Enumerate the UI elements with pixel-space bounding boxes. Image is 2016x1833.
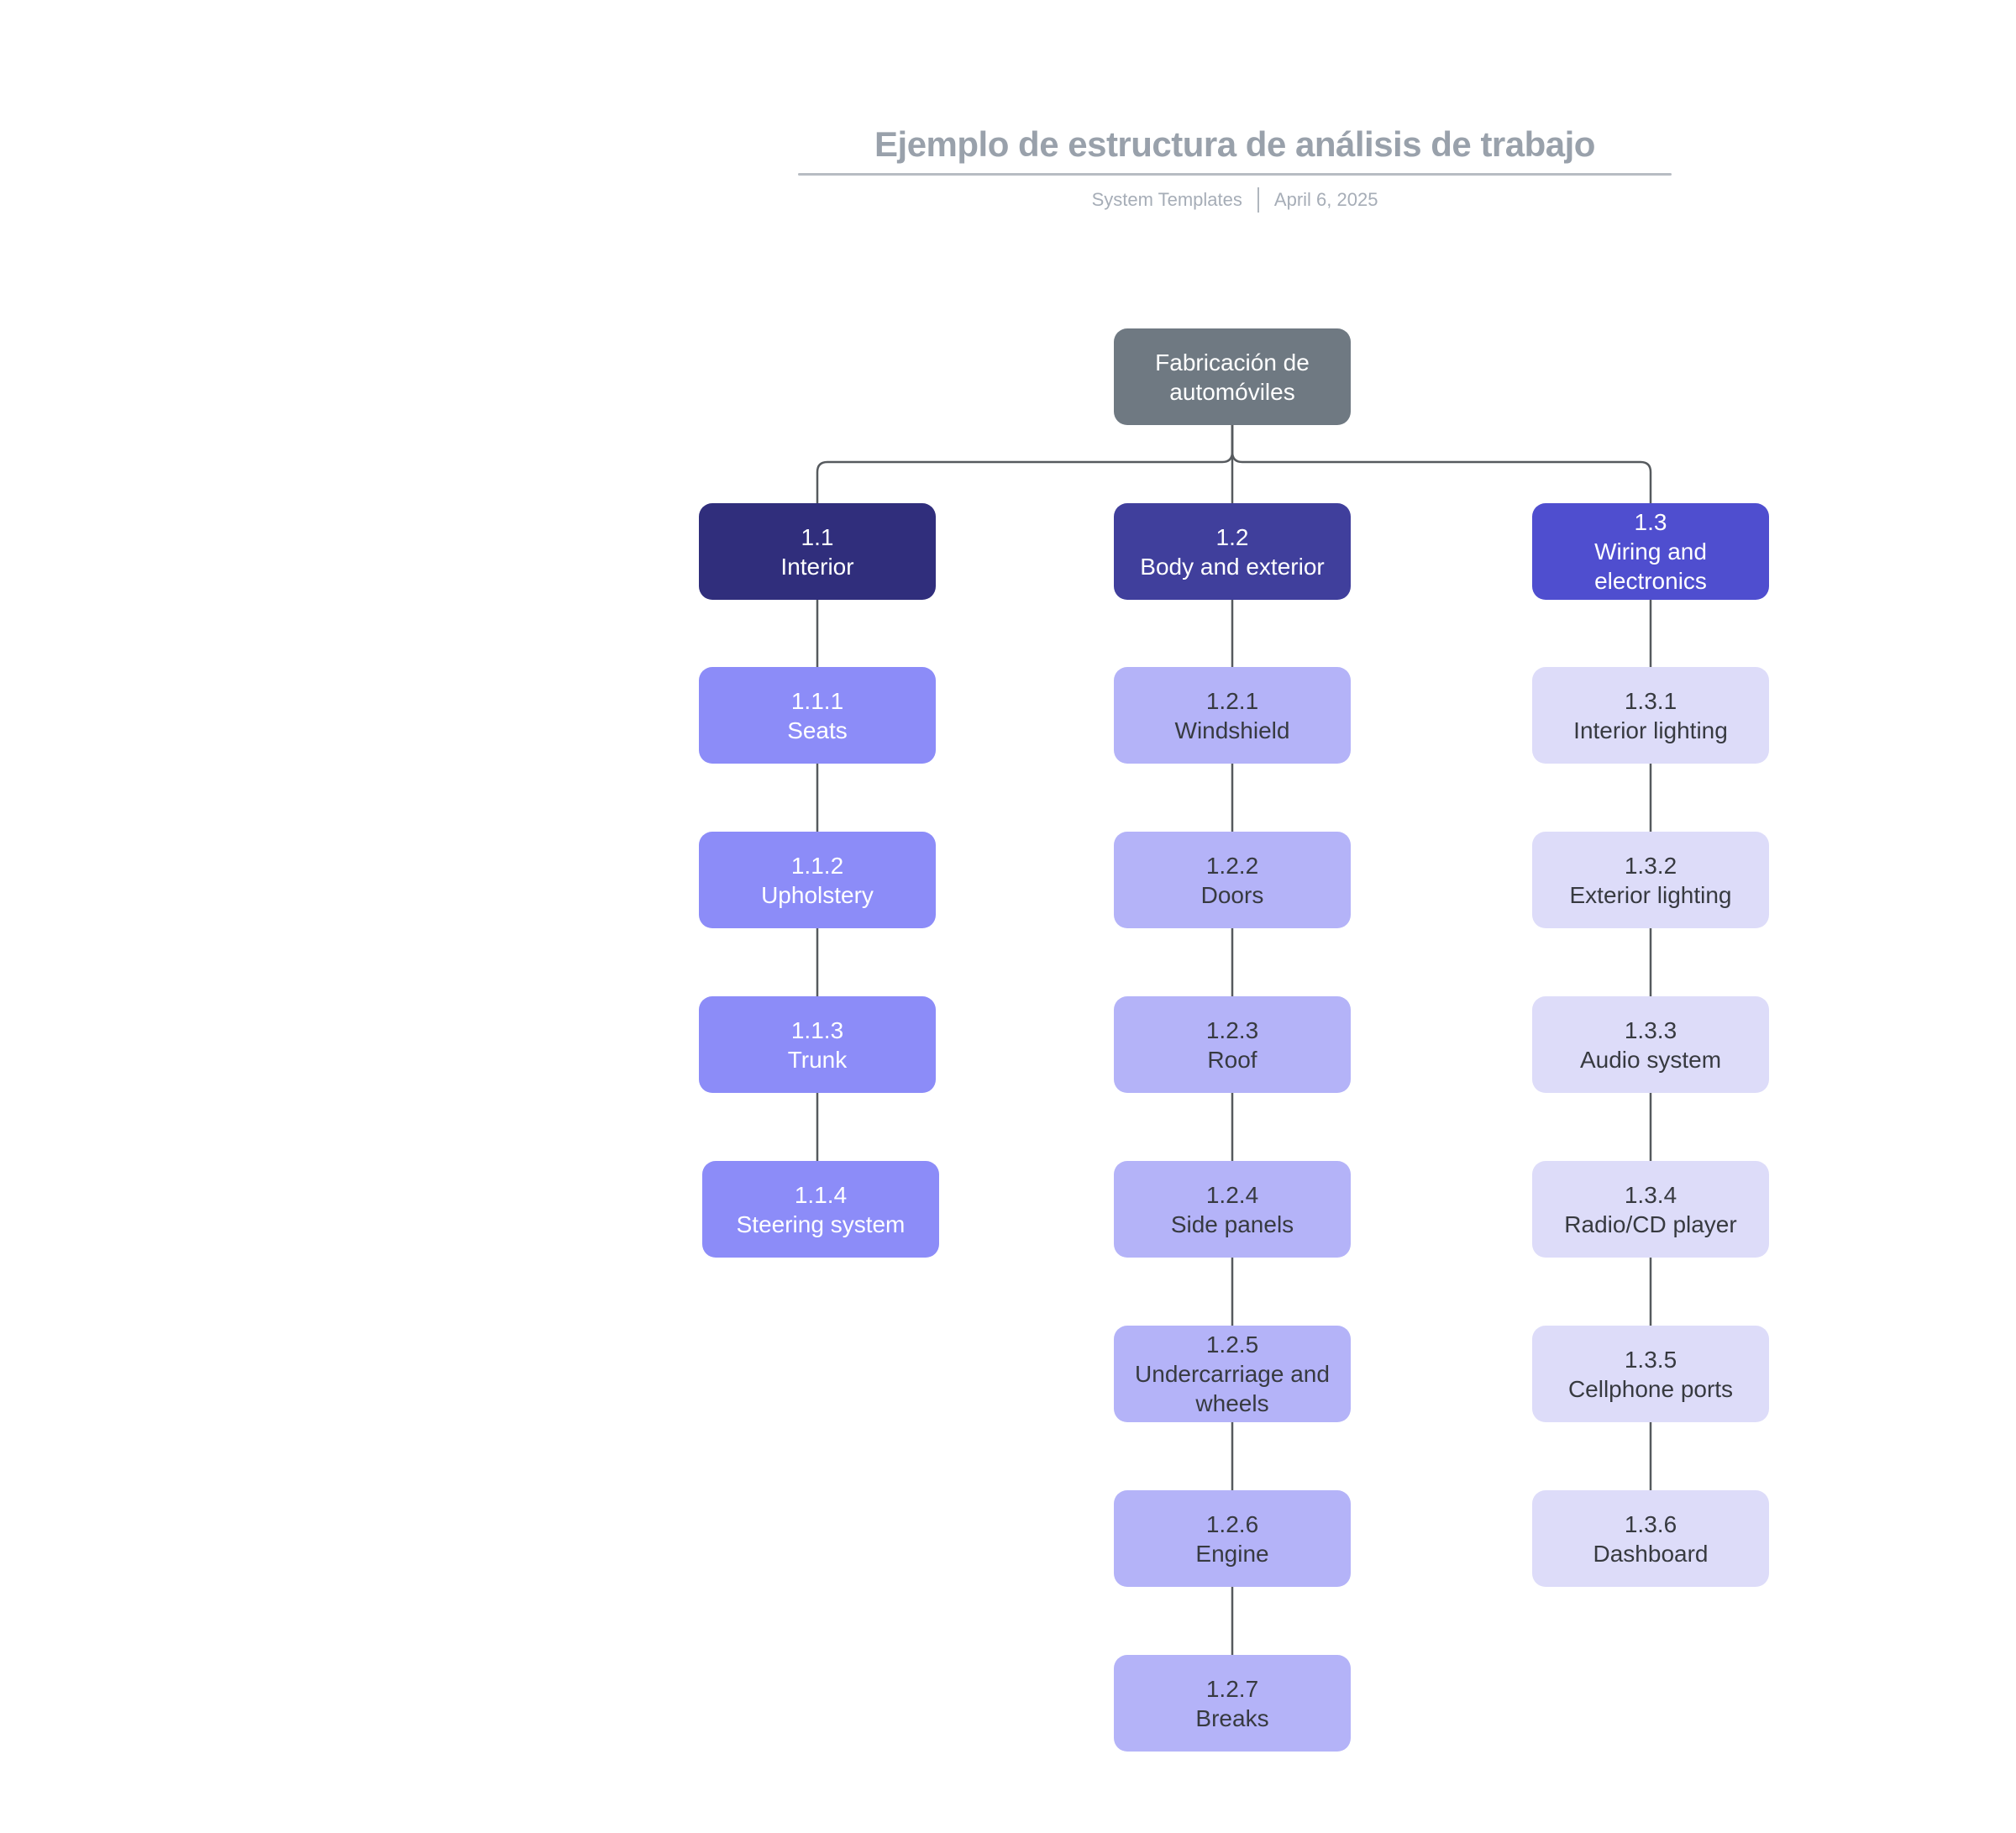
node-id: 1.3.2 — [1624, 852, 1677, 879]
node-label: Undercarriage and wheels — [1135, 1361, 1330, 1416]
header: Ejemplo de estructura de análisis de tra… — [798, 124, 1672, 213]
node-1-2-7[interactable]: 1.2.7 Breaks — [1114, 1655, 1351, 1752]
node-1-3-1[interactable]: 1.3.1 Interior lighting — [1532, 667, 1769, 764]
node-label: Upholstery — [761, 881, 874, 908]
node-1-2-2[interactable]: 1.2.2 Doors — [1114, 832, 1351, 928]
node-id: 1.1 — [801, 523, 834, 550]
node-1-2-6[interactable]: 1.2.6 Engine — [1114, 1490, 1351, 1587]
node-1-3-5[interactable]: 1.3.5 Cellphone ports — [1532, 1326, 1769, 1422]
node-1-1-2[interactable]: 1.1.2 Upholstery — [699, 832, 936, 928]
node-label: Engine — [1195, 1540, 1269, 1567]
header-source: System Templates — [1091, 189, 1242, 210]
node-id: 1.2.5 — [1205, 1331, 1259, 1358]
node-1-3-6[interactable]: 1.3.6 Dashboard — [1532, 1490, 1769, 1587]
node-1-1-1[interactable]: 1.1.1 Seats — [699, 667, 936, 764]
node-root[interactable]: Fabricación de automóviles — [1114, 328, 1351, 425]
node-id: 1.1.2 — [790, 852, 844, 879]
node-1-1-3[interactable]: 1.1.3 Trunk — [699, 996, 936, 1093]
page-title: Ejemplo de estructura de análisis de tra… — [874, 124, 1595, 164]
node-label: Roof — [1207, 1046, 1257, 1073]
node-1-2[interactable]: 1.2 Body and exterior — [1114, 503, 1351, 600]
node-id: 1.2.6 — [1205, 1510, 1259, 1537]
node-id: 1.1.4 — [794, 1181, 848, 1208]
header-date: April 6, 2025 — [1273, 189, 1378, 210]
node-1-3[interactable]: 1.3 Wiring and electronics — [1532, 503, 1769, 600]
node-label: Steering system — [736, 1211, 906, 1237]
connector-root-to-1-3 — [1231, 425, 1652, 503]
node-1-3-3[interactable]: 1.3.3 Audio system — [1532, 996, 1769, 1093]
node-1-2-3[interactable]: 1.2.3 Roof — [1114, 996, 1351, 1093]
node-id: 1.2.2 — [1205, 852, 1259, 879]
node-label: Dashboard — [1593, 1540, 1709, 1567]
node-1-2-1[interactable]: 1.2.1 Windshield — [1114, 667, 1351, 764]
node-id: 1.3 — [1634, 509, 1667, 535]
node-label: Seats — [787, 717, 848, 743]
node-label: Body and exterior — [1140, 553, 1325, 580]
node-1-2-4[interactable]: 1.2.4 Side panels — [1114, 1161, 1351, 1258]
node-id: 1.3.4 — [1624, 1181, 1677, 1208]
node-label: Radio/CD player — [1564, 1211, 1737, 1237]
node-id: 1.2 — [1215, 523, 1249, 550]
node-id: 1.1.1 — [790, 687, 844, 714]
header-meta: System Templates April 6, 2025 — [798, 187, 1672, 213]
node-label: Breaks — [1195, 1704, 1269, 1731]
header-separator — [1257, 187, 1259, 213]
node-label: Windshield — [1174, 717, 1290, 743]
node-label: Audio system — [1579, 1046, 1722, 1073]
node-id: 1.2.3 — [1205, 1016, 1259, 1043]
node-id: 1.2.7 — [1205, 1675, 1259, 1702]
node-id: 1.3.3 — [1624, 1016, 1677, 1043]
node-id: 1.1.3 — [790, 1016, 844, 1043]
node-id: 1.3.5 — [1624, 1346, 1677, 1373]
node-1-3-4[interactable]: 1.3.4 Radio/CD player — [1532, 1161, 1769, 1258]
node-label: Exterior lighting — [1569, 881, 1732, 908]
node-label: Cellphone ports — [1567, 1375, 1734, 1402]
node-id: 1.2.1 — [1205, 687, 1259, 714]
node-label: Interior — [780, 553, 854, 580]
node-label: Wiring and electronics — [1594, 538, 1707, 594]
node-1-3-2[interactable]: 1.3.2 Exterior lighting — [1532, 832, 1769, 928]
node-id: 1.3.6 — [1624, 1510, 1677, 1537]
node-id: 1.3.1 — [1624, 687, 1677, 714]
node-label: Doors — [1200, 881, 1264, 908]
node-1-2-5[interactable]: 1.2.5 Undercarriage and wheels — [1114, 1326, 1351, 1422]
node-1-1-4[interactable]: 1.1.4 Steering system — [702, 1161, 939, 1258]
node-label: Interior lighting — [1573, 717, 1728, 743]
title-divider — [798, 173, 1672, 176]
node-label: Fabricación de automóviles — [1155, 349, 1310, 405]
connector-root-to-1-1 — [816, 425, 1234, 503]
node-id: 1.2.4 — [1205, 1181, 1259, 1208]
node-1-1[interactable]: 1.1 Interior — [699, 503, 936, 600]
node-label: Side panels — [1170, 1211, 1294, 1237]
node-label: Trunk — [787, 1046, 848, 1073]
